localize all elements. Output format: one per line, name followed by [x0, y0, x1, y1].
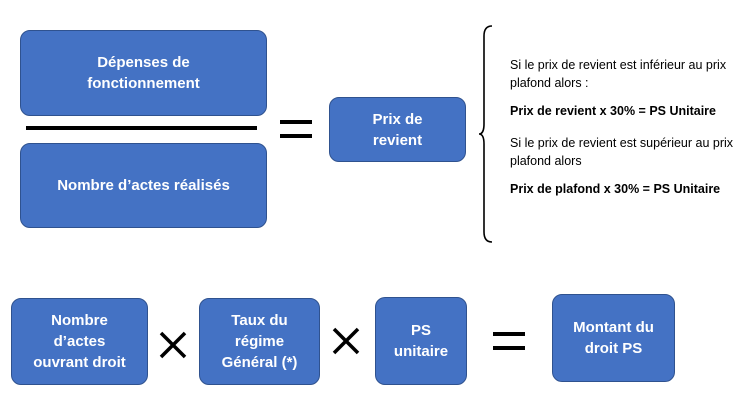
fraction-bar — [26, 126, 257, 130]
condition-2-text: Si le prix de revient est supérieur au p… — [510, 136, 734, 168]
multiply-sign-2 — [331, 326, 361, 356]
condition-1-text: Si le prix de revient est inférieur au p… — [510, 58, 727, 90]
unit-ps-label: PS unitaire — [393, 322, 449, 360]
eligible-acts-box: Nombre d’actes ouvrant droit — [11, 298, 148, 385]
denominator-label: Nombre d’actes réalisés — [57, 177, 230, 194]
denominator-box: Nombre d’actes réalisés — [20, 143, 267, 228]
cost-price-box: Prix de revient — [329, 97, 466, 162]
numerator-label: Dépenses de fonctionnement — [87, 54, 200, 92]
ps-entitlement-label: Montant du droit PS — [573, 319, 654, 357]
curly-brace — [478, 24, 498, 244]
condition-1-formula: Prix de revient x 30% = PS Unitaire — [510, 104, 716, 118]
unit-ps-box: PS unitaire — [375, 297, 467, 385]
equals-sign-bottom — [493, 329, 525, 353]
eligible-acts-label: Nombre d’actes ouvrant droit — [33, 312, 126, 371]
ps-entitlement-box: Montant du droit PS — [552, 294, 675, 382]
cost-price-label: Prix de revient — [372, 110, 423, 149]
equals-sign-top — [280, 117, 312, 141]
condition-2-formula: Prix de plafond x 30% = PS Unitaire — [510, 182, 721, 196]
multiply-sign-1 — [158, 330, 188, 360]
conditions-panel: Si le prix de revient est inférieur au p… — [510, 56, 742, 212]
general-rate-box: Taux du régime Général (*) — [199, 298, 320, 385]
general-rate-label: Taux du régime Général (*) — [221, 312, 298, 371]
numerator-box: Dépenses de fonctionnement — [20, 30, 267, 116]
